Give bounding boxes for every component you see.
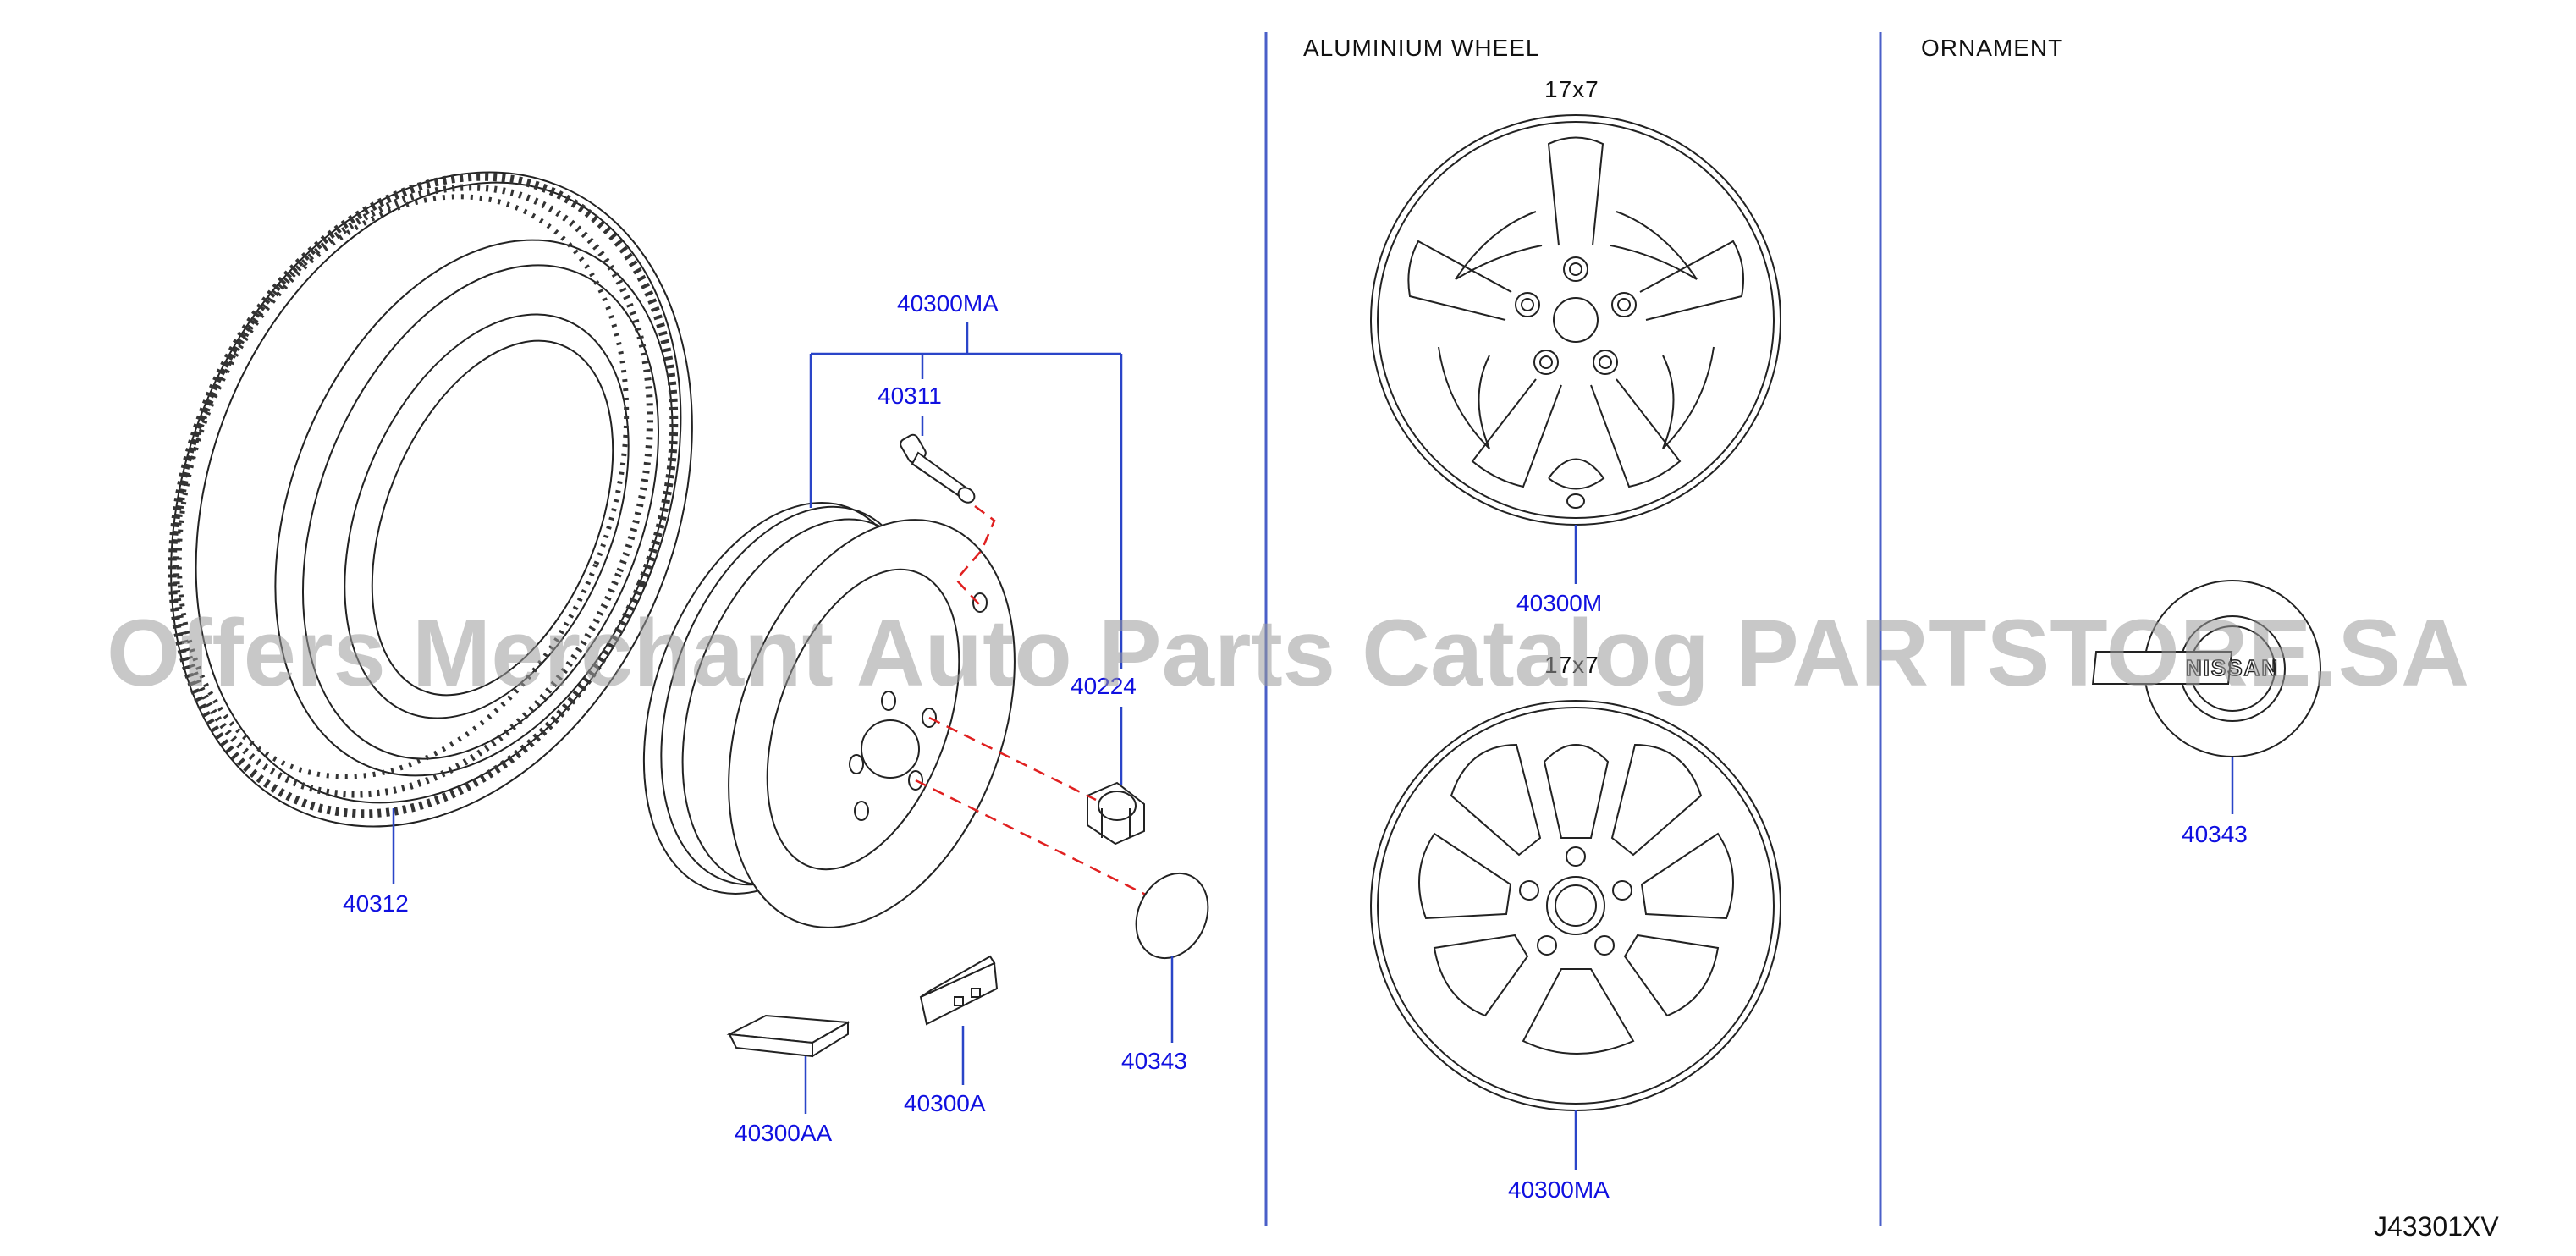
section-title-ornament: ORNAMENT [1921, 35, 2063, 61]
center-cap-drawing [1135, 872, 1209, 960]
part-number-alu-wheel-upper[interactable]: 40300M [1516, 590, 1602, 616]
part-number-ornament[interactable]: 40343 [2182, 821, 2248, 847]
watermark: Offers Merchant Auto Parts Catalog PARTS… [107, 600, 2469, 706]
valve-drawing [900, 416, 976, 504]
wheel-size-lower: 17x7 [1544, 652, 1599, 678]
nut-dash-line [928, 716, 1097, 802]
part-number-center-cap[interactable]: 40343 [1121, 1048, 1187, 1074]
part-number-alu-wheel-lower[interactable]: 40300MA [1508, 1176, 1610, 1203]
assembly-bracket [809, 322, 1123, 669]
diagram-code: J43301XV [2374, 1211, 2499, 1242]
tire-drawing [168, 171, 693, 828]
alu-wheel-lower-drawing [1370, 700, 1781, 1111]
part-number-wheel-assembly[interactable]: 40300MA [897, 290, 999, 317]
alu-wheel-upper-drawing [1370, 114, 1781, 526]
part-number-balance-weight-aa[interactable]: 40300AA [735, 1120, 833, 1146]
wheel-size-upper: 17x7 [1544, 76, 1599, 102]
part-number-tire[interactable]: 40312 [343, 890, 409, 917]
cap-dash-line [915, 779, 1152, 899]
part-number-nut[interactable]: 40224 [1071, 673, 1137, 699]
steel-wheel-drawing [642, 502, 1016, 928]
nissan-emblem-text: NISSAN [2186, 655, 2279, 680]
balance-weight-a-drawing [919, 955, 999, 1026]
balance-weight-aa-drawing [726, 1014, 851, 1058]
part-number-balance-weight-a[interactable]: 40300A [904, 1090, 986, 1116]
valve-dash-line [955, 504, 996, 606]
nut-drawing [1087, 781, 1145, 846]
section-title-aluminium-wheel: ALUMINIUM WHEEL [1303, 35, 1539, 61]
part-number-valve[interactable]: 40311 [878, 383, 942, 409]
